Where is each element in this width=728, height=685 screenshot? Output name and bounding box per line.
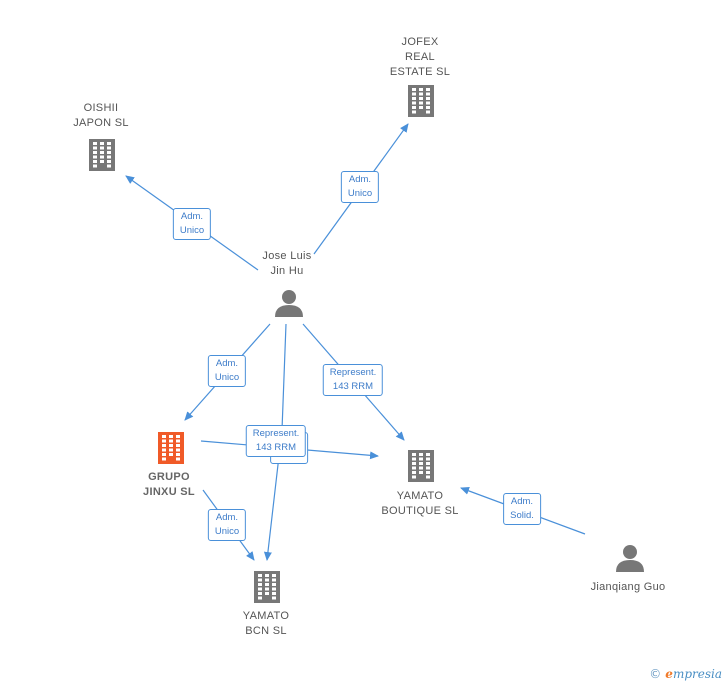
person-icon[interactable]	[275, 290, 303, 317]
brand-logo: ©empresia	[649, 667, 722, 681]
building-icon[interactable]	[158, 432, 184, 464]
node-label-jofex[interactable]: JOFEX REAL ESTATE SL	[389, 36, 451, 78]
person-icon[interactable]	[616, 545, 644, 572]
building-icon[interactable]	[408, 85, 434, 117]
edge-label-jose-to-jofex: Adm. Unico	[340, 171, 380, 203]
copyright-mark: ©	[649, 667, 662, 681]
node-label-jianqiang[interactable]: Jianqiang Guo	[590, 581, 666, 593]
node-label-oishii[interactable]: OISHII JAPON SL	[73, 102, 129, 129]
node-label-yamato-boutique[interactable]: YAMATO BOUTIQUE SL	[381, 490, 459, 517]
building-icon[interactable]	[254, 571, 280, 603]
building-icon[interactable]	[408, 450, 434, 482]
node-label-grupo[interactable]: GRUPO JINXU SL	[143, 471, 195, 498]
building-icon[interactable]	[89, 139, 115, 171]
node-label-jose[interactable]: Jose Luis Jin Hu	[262, 250, 312, 277]
edge-label-jose-to-grupo: Adm. Unico	[207, 355, 247, 387]
node-label-yamato-bcn[interactable]: YAMATO BCN SL	[242, 610, 290, 637]
brand-initial: e	[665, 667, 673, 681]
edge-label-jose-to-yamato-boutique: Represent. 143 RRM	[322, 364, 384, 396]
edge-label-jianqiang-to-yamato-boutique: Adm. Solid.	[503, 493, 541, 525]
edge-label-grupo-to-yamato-bcn: Adm. Unico	[207, 509, 247, 541]
brand-name: mpresia	[672, 667, 722, 681]
edge-label-grupo-to-yamato-boutique: Represent. 143 RRM	[245, 425, 307, 457]
edge-label-jose-to-oishii: Adm. Unico	[172, 208, 212, 240]
